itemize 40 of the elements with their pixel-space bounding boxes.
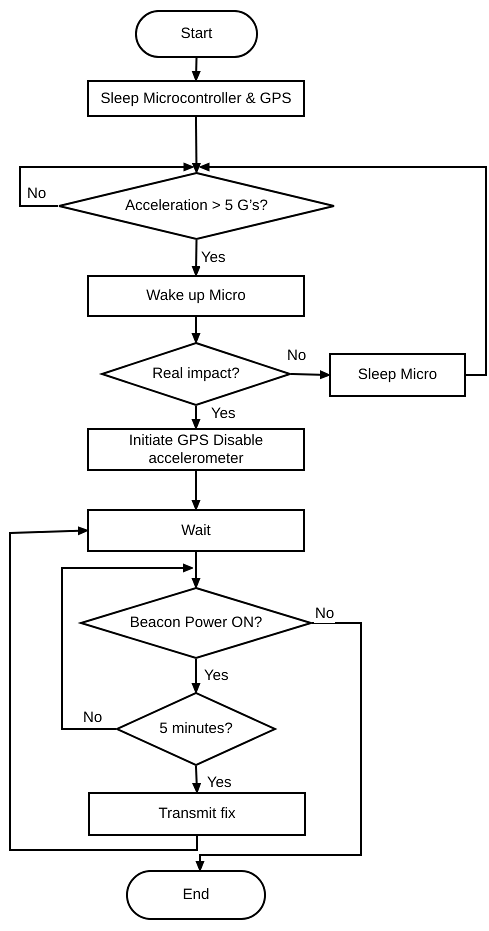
arrow bbox=[19, 162, 194, 207]
decision-diamond bbox=[80, 587, 312, 659]
process-box bbox=[329, 353, 466, 397]
arrow bbox=[192, 116, 201, 174]
node-label: Wait bbox=[181, 522, 211, 540]
arrow bbox=[192, 552, 200, 588]
node-label: Beacon Power ON? bbox=[130, 614, 262, 632]
arrow bbox=[192, 240, 201, 276]
process-box bbox=[87, 428, 305, 471]
arrow bbox=[192, 317, 200, 344]
decision-diamond bbox=[58, 172, 335, 240]
process-box bbox=[87, 80, 305, 117]
node-label: Initiate GPS Disable accelerometer bbox=[128, 432, 264, 468]
edge-label: No bbox=[314, 606, 336, 622]
arrow bbox=[192, 471, 200, 510]
arrow bbox=[290, 370, 330, 380]
node-label: Real impact? bbox=[152, 365, 240, 383]
node-label: 5 minutes? bbox=[159, 720, 233, 738]
arrow bbox=[192, 659, 200, 694]
arrow bbox=[192, 406, 200, 430]
node-label: Transmit fix bbox=[158, 805, 236, 823]
node-label: Acceleration > 5 G’s? bbox=[125, 197, 268, 215]
arrow bbox=[9, 526, 198, 851]
end-terminal bbox=[126, 870, 266, 920]
arrow bbox=[192, 58, 201, 82]
node-label: Sleep Microcontroller & GPS bbox=[100, 90, 292, 108]
process-box bbox=[87, 509, 305, 552]
edge-label: Yes bbox=[200, 250, 226, 266]
decision-diamond bbox=[116, 692, 276, 766]
process-box bbox=[87, 275, 305, 317]
arrow bbox=[199, 162, 487, 376]
start-terminal bbox=[135, 10, 258, 58]
arrow bbox=[61, 564, 194, 730]
node-label: Wake up Micro bbox=[146, 287, 246, 305]
arrow bbox=[196, 622, 362, 872]
node-label: Start bbox=[180, 25, 212, 43]
arrow bbox=[192, 766, 202, 794]
node-label: End bbox=[182, 886, 210, 904]
node-label: Sleep Micro bbox=[358, 366, 438, 384]
process-box bbox=[88, 792, 306, 836]
